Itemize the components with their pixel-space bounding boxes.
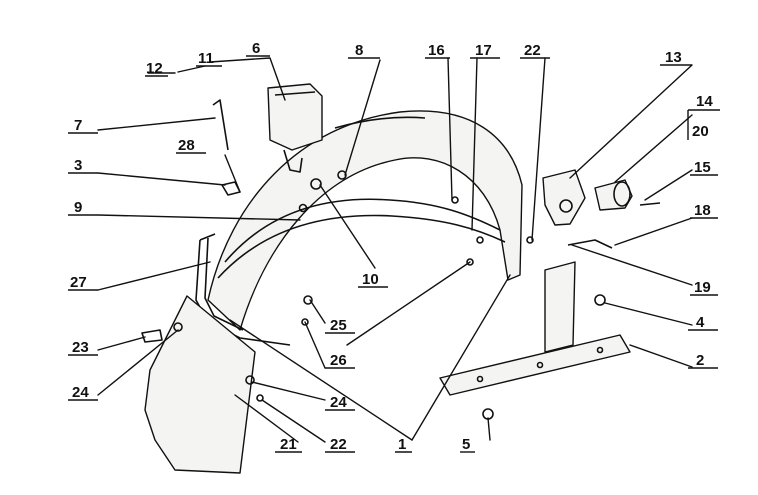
label-19: 19 [694,279,711,296]
label-20: 20 [692,123,709,140]
rear-fender [207,110,523,331]
label-5: 5 [462,436,470,453]
label-9: 9 [74,199,82,216]
label-16: 16 [428,42,445,59]
reflector-14 [594,179,633,211]
label-2: 2 [696,352,704,369]
part-labels: 12 11 6 7 28 3 8 9 10 16 17 22 13 14 20 … [70,40,713,453]
label-18: 18 [694,202,711,219]
label-24-left: 24 [72,384,89,401]
label-26: 26 [330,352,347,369]
label-25: 25 [330,317,347,334]
label-21: 21 [280,436,297,453]
label-23: 23 [72,339,89,356]
label-6: 6 [252,40,260,57]
label-3: 3 [74,157,82,174]
label-4: 4 [696,314,705,331]
label-12: 12 [146,60,163,77]
support-bar-2 [439,261,631,396]
label-22-bottom: 22 [330,436,347,453]
label-8: 8 [355,42,363,59]
label-22-top: 22 [524,42,541,59]
label-underlines [68,55,720,453]
label-13: 13 [665,49,682,66]
label-1: 1 [398,436,406,453]
label-10: 10 [362,271,379,288]
label-7: 7 [74,117,82,134]
label-14: 14 [696,93,713,110]
leader-lines [97,57,693,443]
label-24-right: 24 [330,394,347,411]
label-11: 11 [198,50,214,67]
label-15: 15 [694,159,711,176]
tail-light-housing [267,83,323,173]
bracket-13 [542,169,586,226]
label-28: 28 [178,137,195,154]
label-27: 27 [70,274,87,291]
mudflap-21 [144,295,256,474]
label-17: 17 [475,42,492,59]
